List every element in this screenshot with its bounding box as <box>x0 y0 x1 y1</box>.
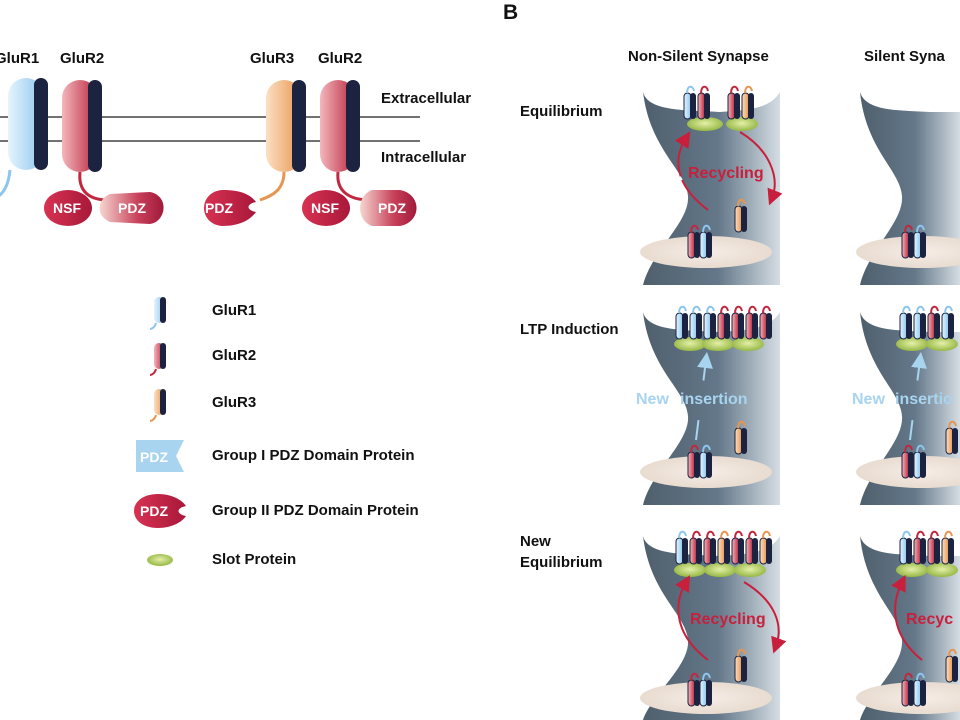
group2-pdz-icon: PDZ <box>134 494 186 528</box>
new-insertion-label-1b: insertion <box>680 391 748 408</box>
intracellular-label: Intracellular <box>381 149 467 166</box>
recycling-label-1: Recycling <box>688 165 764 182</box>
legend-label-slot-protein: Slot Protein <box>212 551 297 568</box>
spine-silent-ltp: New insertio <box>852 305 960 505</box>
glur2-receptor-icon <box>149 343 166 376</box>
row-label-ltp-induction: LTP Induction <box>520 321 619 338</box>
spine-silent-new-equilibrium: Recyc <box>856 530 960 720</box>
pdz-label-b: PDZ <box>205 200 233 216</box>
row-label-equilibrium: Equilibrium <box>520 103 603 120</box>
glur1-receptor <box>0 78 48 197</box>
legend-label-glur1: GluR1 <box>212 302 257 319</box>
glur1-receptor-icon <box>149 297 166 330</box>
pdz-label-c: PDZ <box>378 200 406 216</box>
nsf-domain-a: NSF <box>44 190 92 226</box>
pdz-domain-c: PDZ <box>360 190 417 226</box>
column-header-non-silent: Non-Silent Synapse <box>628 48 769 65</box>
glur2-receptor-a <box>62 80 109 202</box>
glur3-receptor <box>259 80 306 202</box>
glur1-top-label: GluR1 <box>0 50 40 67</box>
new-insertion-label-2a: New <box>852 391 885 408</box>
pdz-legend-label-1: PDZ <box>140 449 168 465</box>
recycling-label-2: Recycling <box>690 611 766 628</box>
glur2-top-label-b: GluR2 <box>318 50 363 67</box>
legend-label-glur3: GluR3 <box>212 394 257 411</box>
pdz-label-a: PDZ <box>118 200 146 216</box>
spine-nonsilent-ltp: New insertion <box>636 305 780 505</box>
panel-b-letter: B <box>503 1 519 24</box>
extracellular-label: Extracellular <box>381 90 472 107</box>
nsf-domain-b: NSF <box>302 190 350 226</box>
row-label-new-equilibrium: Equilibrium <box>520 554 603 571</box>
recycling-label-3: Recyc <box>906 611 953 628</box>
pdz-legend-label-2: PDZ <box>140 503 168 519</box>
pdz-domain-b: PDZ <box>204 190 256 226</box>
legend-label-group1-pdz: Group I PDZ Domain Protein <box>212 447 415 464</box>
spine-nonsilent-equilibrium: Recycling <box>640 85 783 285</box>
glur2-top-label-a: GluR2 <box>60 50 105 67</box>
glur3-top-label: GluR3 <box>250 50 295 67</box>
row-label-new: New <box>520 533 551 550</box>
spine-nonsilent-new-equilibrium: Recycling <box>640 530 787 720</box>
nsf-label-b: NSF <box>311 200 339 216</box>
new-insertion-label-2b: insertio <box>895 391 953 408</box>
new-insertion-label-1a: New <box>636 391 669 408</box>
pdz-domain-a: PDZ <box>99 192 164 224</box>
legend-label-group2-pdz: Group II PDZ Domain Protein <box>212 502 419 519</box>
legend-label-glur2: GluR2 <box>212 347 257 364</box>
slot-protein-icon <box>147 554 173 566</box>
group1-pdz-icon: PDZ <box>136 440 184 472</box>
column-header-silent: Silent Syna <box>864 48 945 65</box>
glur3-receptor-icon <box>149 389 166 422</box>
nsf-label-a: NSF <box>53 200 81 216</box>
glur2-receptor-b <box>320 80 371 202</box>
spine-silent-equilibrium <box>856 92 960 285</box>
